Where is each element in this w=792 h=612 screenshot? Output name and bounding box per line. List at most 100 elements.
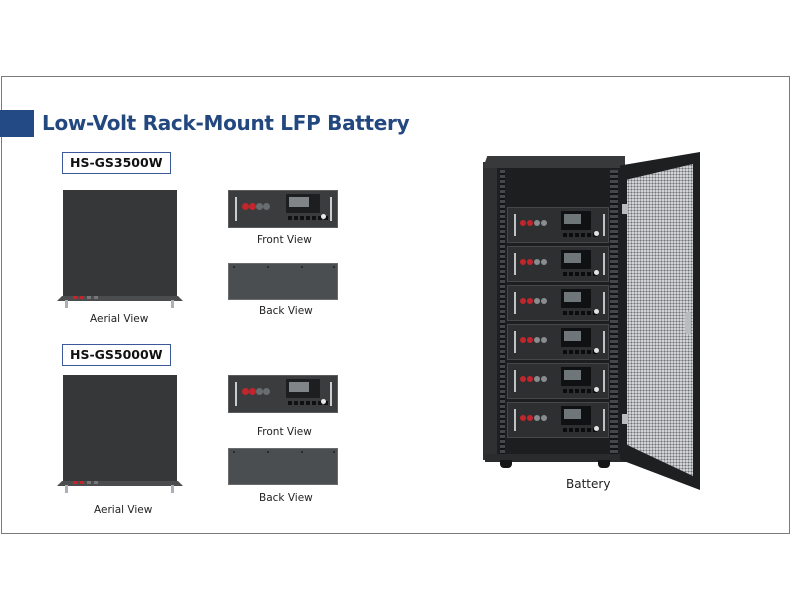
aerial-view-image-2 [55, 375, 185, 493]
positive-terminal-icon [520, 259, 526, 265]
page-title: Low-Volt Rack-Mount LFP Battery [42, 111, 410, 135]
power-button-icon [594, 270, 599, 275]
negative-terminal-icon [534, 415, 540, 421]
port-row [563, 389, 597, 393]
screw-icon [233, 451, 235, 453]
power-button-icon [594, 426, 599, 431]
page-frame [1, 76, 790, 534]
screw-icon [301, 266, 303, 268]
front-view-image-2 [228, 375, 338, 413]
negative-terminal-icon [541, 220, 547, 226]
positive-terminal-icon [242, 203, 249, 210]
lcd-screen [564, 370, 581, 380]
door-hinge [622, 414, 628, 424]
port-row [563, 311, 597, 315]
cabinet-top [483, 156, 625, 168]
battery-module [507, 207, 609, 243]
port-row [563, 428, 597, 432]
mount-ear [65, 300, 68, 308]
cabinet-caption: Battery [566, 477, 611, 491]
power-button-icon [321, 399, 326, 404]
front-view-image-1 [228, 190, 338, 228]
lcd-screen [564, 331, 581, 341]
port-row [288, 216, 328, 220]
battery-module [507, 324, 609, 360]
negative-terminal-icon [541, 376, 547, 382]
cabinet-foot [500, 460, 512, 468]
negative-terminal-icon [534, 376, 540, 382]
positive-terminal-icon [520, 415, 526, 421]
door-mesh-panel [627, 164, 693, 476]
negative-terminal-icon [256, 388, 263, 395]
positive-terminal-icon [527, 337, 533, 343]
positive-terminal-icon [520, 220, 526, 226]
terminal-icon [87, 296, 91, 299]
terminal-icon [87, 481, 91, 484]
port-row [563, 233, 597, 237]
handle-icon [330, 382, 332, 406]
battery-module [507, 285, 609, 321]
battery-module [507, 246, 609, 282]
positive-terminal-icon [249, 388, 256, 395]
handle-icon [514, 292, 516, 314]
negative-terminal-icon [256, 203, 263, 210]
screw-icon [333, 451, 335, 453]
handle-icon [514, 214, 516, 236]
handle-icon [514, 409, 516, 431]
handle-icon [603, 409, 605, 431]
back-view-image-2 [228, 448, 338, 485]
power-button-icon [594, 348, 599, 353]
screw-icon [301, 451, 303, 453]
model-tag-1: HS-GS3500W [62, 152, 171, 174]
battery-module [507, 402, 609, 438]
rack-rail-left [500, 170, 505, 456]
handle-icon [235, 382, 237, 406]
handle-icon [235, 197, 237, 221]
positive-terminal-icon [520, 376, 526, 382]
negative-terminal-icon [534, 220, 540, 226]
power-button-icon [594, 309, 599, 314]
cabinet-side-panel [483, 162, 499, 460]
lcd-screen [564, 292, 581, 302]
door-hinge [622, 204, 628, 214]
battery-module [507, 363, 609, 399]
front-view-caption-2: Front View [257, 426, 312, 438]
power-button-icon [594, 231, 599, 236]
lcd-screen [564, 253, 581, 263]
back-view-caption-2: Back View [259, 492, 313, 504]
terminal-icon [94, 481, 98, 484]
handle-icon [514, 331, 516, 353]
mount-ear [171, 485, 174, 493]
positive-terminal-icon [527, 220, 533, 226]
positive-terminal-icon [520, 337, 526, 343]
rack-rail-right [610, 170, 618, 456]
battery-cabinet-image [470, 152, 705, 492]
positive-terminal-icon [527, 376, 533, 382]
negative-terminal-icon [263, 203, 270, 210]
lcd-screen [289, 197, 309, 207]
negative-terminal-icon [541, 337, 547, 343]
terminal-icon [80, 296, 84, 299]
handle-icon [514, 370, 516, 392]
negative-terminal-icon [541, 298, 547, 304]
port-row [563, 272, 597, 276]
negative-terminal-icon [541, 259, 547, 265]
negative-terminal-icon [534, 298, 540, 304]
terminal-icon [80, 481, 84, 484]
back-view-image-1 [228, 263, 338, 300]
aerial-front-lip [57, 296, 183, 301]
screw-icon [233, 266, 235, 268]
aerial-top-panel [63, 190, 177, 298]
screw-icon [333, 266, 335, 268]
model-tag-2: HS-GS5000W [62, 344, 171, 366]
terminal-icon [94, 296, 98, 299]
positive-terminal-icon [242, 388, 249, 395]
aerial-view-image-1 [55, 190, 185, 308]
aerial-view-caption-2: Aerial View [94, 504, 153, 516]
positive-terminal-icon [527, 259, 533, 265]
lcd-screen [564, 214, 581, 224]
port-row [563, 350, 597, 354]
mount-ear [65, 485, 68, 493]
handle-icon [514, 253, 516, 275]
aerial-top-panel [63, 375, 177, 483]
